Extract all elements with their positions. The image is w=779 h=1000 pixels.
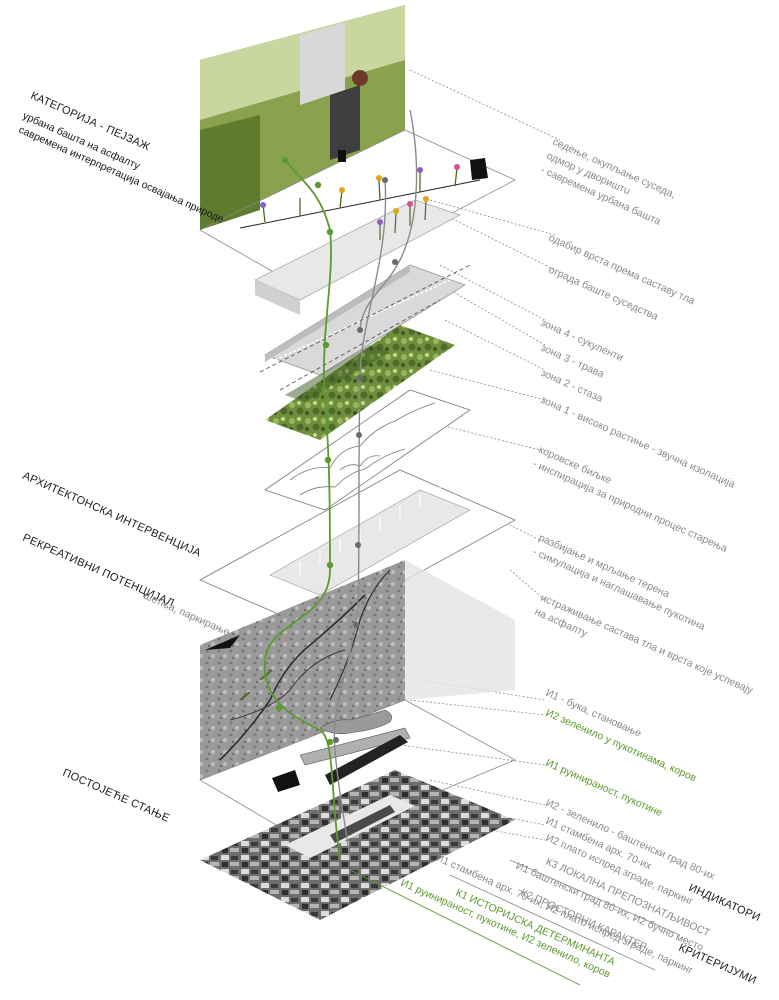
criteria-line-green xyxy=(349,869,581,986)
green-flow-path xyxy=(264,159,341,861)
layer-terrain xyxy=(199,469,516,631)
base-map-photo xyxy=(200,770,515,920)
criteria-lines xyxy=(449,859,681,971)
left-headings: КАТЕГОРИЈА - ПЕЈЗАЖ урбана башта на асфа… xyxy=(17,90,232,825)
layer-species xyxy=(254,196,462,315)
heading-recreational-sub: шетња, паркирање xyxy=(142,590,232,639)
layer-asphalt xyxy=(199,560,516,846)
criteria-labels: К3 ЛОКАЛНА ПРЕПОЗНАТЉИВОСТ И1 баштенски … xyxy=(399,852,713,981)
layer-weeds xyxy=(264,389,471,511)
leader-lines xyxy=(399,69,561,841)
right-labels: седење, окупљање суседа, одмор у дворишт… xyxy=(531,136,756,908)
gray-flow-path xyxy=(333,179,387,861)
indicators-label: ИНДИКАТОРИ xyxy=(687,882,762,924)
layer-garden xyxy=(199,5,516,291)
heading-existing: ПОСТОЈЕЋЕ СТАЊЕ xyxy=(61,767,172,825)
layer-objects xyxy=(272,709,411,792)
